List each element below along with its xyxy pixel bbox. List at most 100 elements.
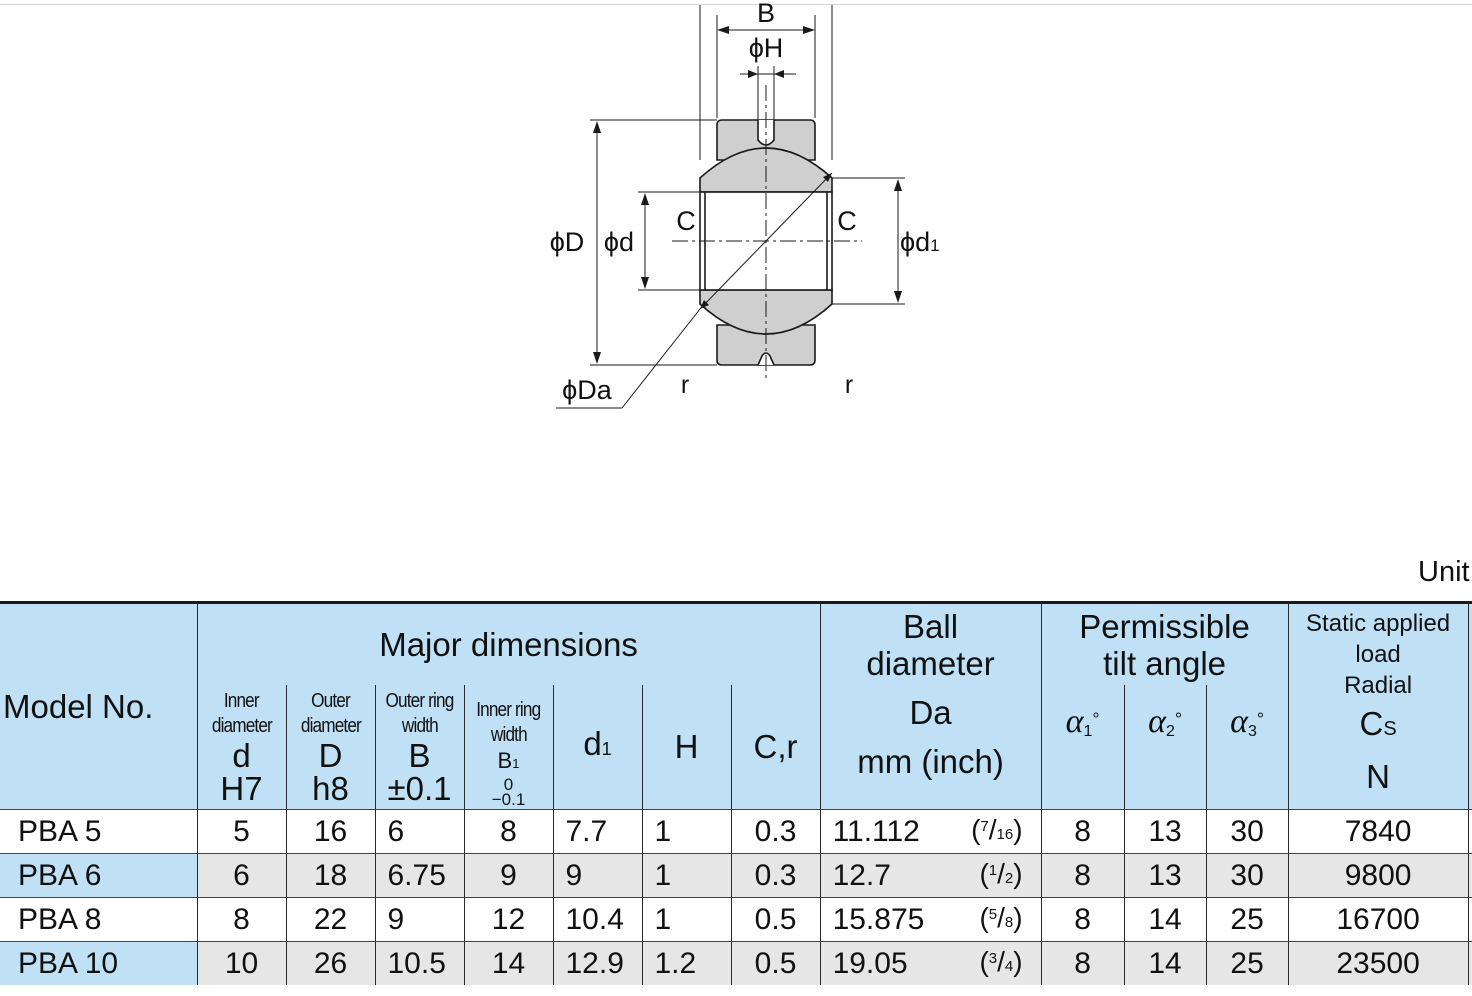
table-cell-cut-off: [1467, 897, 1472, 942]
header-Cr: C,r: [730, 684, 821, 810]
diagram-label-B: B: [757, 0, 775, 28]
table-cell-outer-ring-width: 6.75: [374, 853, 464, 898]
table-cell-Cr: 0.3: [730, 809, 821, 854]
diagram-label-r-left: r: [681, 371, 689, 399]
table-cell-inner-ring-width: 9: [463, 853, 553, 898]
table-cell-Cr: 0.5: [730, 897, 821, 942]
table-cell-outer-diameter: 22: [285, 897, 375, 942]
header-static-load: Static applied load Radial CS N: [1287, 601, 1469, 810]
header-ball-line1: Ball: [903, 608, 959, 645]
table-cell-H: 1: [641, 897, 731, 942]
table-cell-alpha3: 25: [1205, 941, 1289, 985]
table-cell-outer-ring-width: 10.5: [374, 941, 464, 985]
ball-diameter-mm: 12.7: [832, 858, 891, 892]
table-cell-d1: 10.4: [552, 897, 642, 942]
table-cell-outer-diameter: 18: [285, 853, 375, 898]
table-cell-inner-ring-width: 12: [463, 897, 553, 942]
header-ball-diameter: Ball diameter Da mm (inch): [819, 601, 1042, 810]
table-cell-alpha2: 13: [1123, 853, 1207, 898]
header-static-line3: Radial: [1344, 672, 1413, 699]
table-cell-alpha1: 8: [1040, 853, 1125, 898]
header-inner-diameter: Inner diameter d H7: [196, 684, 286, 810]
diagram-label-phiD: ϕD: [550, 227, 585, 257]
header-H: H: [641, 684, 731, 810]
table-cell-ball-diameter: 15.875 (5/8): [819, 897, 1042, 942]
header-inner-symbol: d: [232, 737, 251, 774]
ball-diameter-mm: 15.875: [832, 902, 925, 936]
top-divider: [0, 0, 1472, 5]
table-cell-outer-ring-width: 6: [374, 809, 464, 854]
table-cell-cut-off: [1467, 941, 1472, 985]
table-cell-static-load: 9800: [1287, 853, 1469, 898]
header-alpha2: α2°: [1123, 684, 1207, 810]
header-ball-line2: diameter: [866, 645, 995, 682]
header-outer-ring-symbol: B: [408, 737, 431, 774]
header-outer-diameter-line1: Outer: [311, 690, 351, 712]
ball-diameter-inch-fraction: (5/8): [979, 902, 1023, 933]
header-static-symbol: CS: [1359, 705, 1397, 742]
diagram-label-phid: ϕd: [604, 227, 634, 257]
table-cell-d1: 7.7: [552, 809, 642, 854]
header-inner-diameter-line2: diameter: [211, 715, 272, 737]
header-alpha3: α3°: [1205, 684, 1289, 810]
table-cell-model: PBA 10: [0, 941, 197, 985]
table-cell-H: 1.2: [641, 941, 731, 985]
header-tilt-line2: tilt angle: [1103, 645, 1227, 682]
table-cell-inner-diameter: 6: [196, 853, 286, 898]
diagram-label-phiH: ϕH: [749, 33, 784, 63]
table-cell-inner-ring-width: 8: [463, 809, 553, 854]
table-cell-cut-off: [1467, 853, 1472, 898]
diagram-label-C-left: C: [676, 206, 696, 236]
header-inner-ring-symbol: B1: [497, 748, 520, 773]
header-d1: d1: [552, 684, 642, 810]
ball-diameter-inch-fraction: (1/2): [979, 858, 1023, 889]
diagram-label-phiDa: ϕDa: [562, 375, 613, 405]
table-cell-Cr: 0.5: [730, 941, 821, 985]
bearing-cross-section-diagram: B ϕH ϕD ϕd ϕd1 ϕDa C C r r: [550, 0, 940, 409]
header-static-line2: load: [1355, 641, 1401, 668]
table-cell-outer-diameter: 26: [285, 941, 375, 985]
header-static-line1: Static applied: [1306, 610, 1451, 637]
table-cell-alpha3: 30: [1205, 809, 1289, 854]
header-major-dimensions: Major dimensions: [196, 601, 821, 685]
header-inner-ring-width: Inner ring width B1 0 −0.1: [463, 684, 553, 810]
header-outer-ring-width: Outer ring width B ±0.1: [374, 684, 464, 810]
ball-diameter-inch-fraction: (7/16): [971, 814, 1023, 845]
diagram-label-phid1: ϕd1: [900, 227, 940, 257]
table-cell-inner-diameter: 8: [196, 897, 286, 942]
table-cell-outer-diameter: 16: [285, 809, 375, 854]
table-cell-outer-ring-width: 9: [374, 897, 464, 942]
header-static-unit: N: [1366, 758, 1391, 795]
table-cell-alpha1: 8: [1040, 809, 1125, 854]
header-outer-diameter: Outer diameter D h8: [285, 684, 375, 810]
header-outer-symbol: D: [318, 737, 343, 774]
table-cell-inner-ring-width: 14: [463, 941, 553, 985]
header-inner-ring-tol-lower: −0.1: [491, 790, 526, 809]
header-ball-unit: mm (inch): [857, 743, 1004, 780]
header-outer-tolerance: h8: [312, 770, 349, 807]
table-cell-alpha1: 8: [1040, 941, 1125, 985]
header-ball-symbol: Da: [909, 694, 952, 731]
table-cell-H: 1: [641, 853, 731, 898]
header-cut-off-column: [1467, 601, 1472, 810]
table-cell-alpha3: 25: [1205, 897, 1289, 942]
table-cell-model: PBA 6: [0, 853, 197, 898]
header-outer-diameter-line2: diameter: [300, 715, 361, 737]
header-inner-ring-line2: width: [490, 724, 528, 746]
table-cell-Cr: 0.3: [730, 853, 821, 898]
header-inner-ring-line1: Inner ring: [476, 699, 541, 721]
table-cell-model: PBA 5: [0, 809, 197, 854]
table-cell-cut-off: [1467, 809, 1472, 854]
ball-diameter-inch-fraction: (3/4): [979, 946, 1023, 977]
ball-diameter-mm: 19.05: [832, 946, 908, 980]
bearing-specification-table: Model No. Major dimensions Ball diameter…: [0, 601, 1472, 985]
header-outer-ring-tolerance: ±0.1: [387, 770, 452, 807]
diagram-label-r-right: r: [845, 371, 853, 399]
header-inner-ring-tol-upper: 0: [503, 775, 514, 794]
table-cell-static-load: 7840: [1287, 809, 1469, 854]
table-cell-model: PBA 8: [0, 897, 197, 942]
table-cell-inner-diameter: 10: [196, 941, 286, 985]
